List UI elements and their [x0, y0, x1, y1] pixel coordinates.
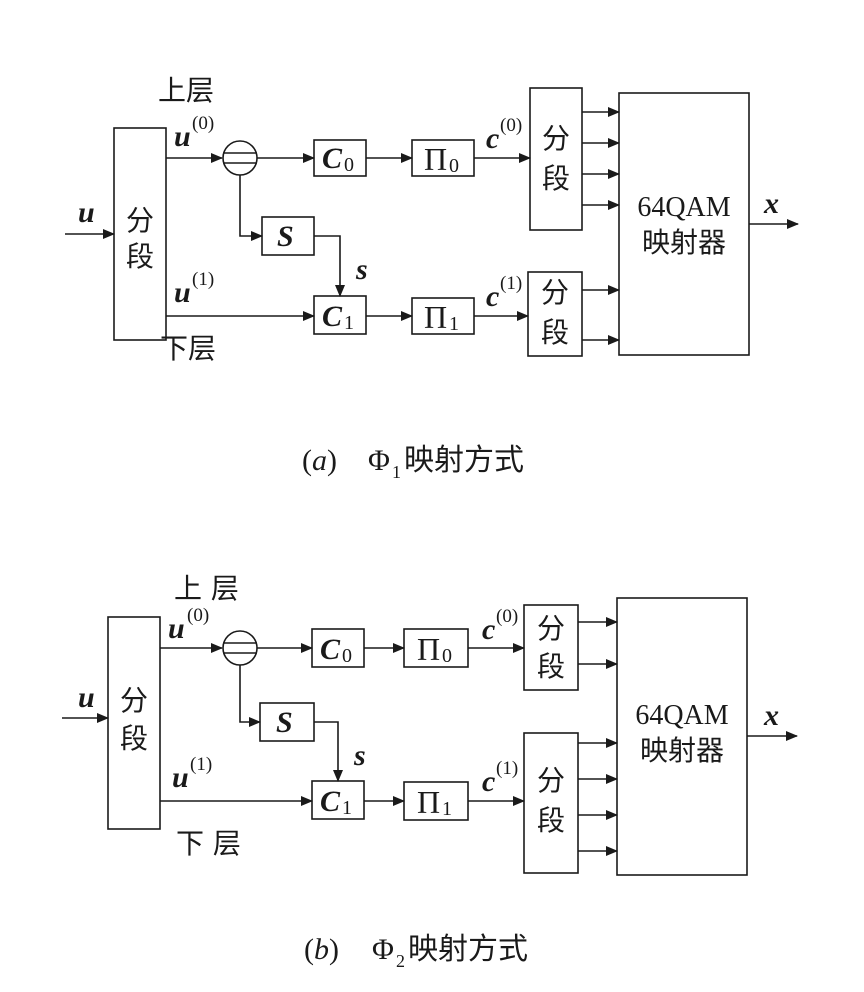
u1-superscript-b: (1) — [190, 754, 212, 775]
lower-layer-label-b: 下 层 — [176, 827, 241, 860]
interleaver-pi0-label: Π — [424, 141, 447, 177]
upper-segmenter-label-2-b: 段 — [537, 650, 565, 683]
c0-superscript: (0) — [500, 115, 522, 136]
u0-superscript-b: (0) — [187, 605, 209, 626]
branch-to-s — [239, 175, 263, 241]
qam-mapper-label-1: 64QAM — [637, 192, 730, 223]
qam-mapper-label-2: 映射器 — [642, 226, 726, 259]
encoder-c0-sub-b: 0 — [342, 645, 352, 667]
c1-superscript: (1) — [500, 273, 522, 294]
lower-segmenter-label-1: 分 — [541, 276, 569, 309]
interleaver-pi0-label-b: Π — [417, 631, 440, 667]
split-node — [222, 140, 258, 176]
s-signal-label: s — [355, 253, 368, 286]
u1-superscript: (1) — [192, 269, 214, 290]
encoder-c1-sub: 1 — [344, 312, 354, 334]
output-x-label: x — [763, 187, 779, 220]
input-segmenter-label-1: 分 — [126, 204, 154, 237]
branch-to-s-b — [239, 665, 261, 727]
caption-a-text: 映射方式 — [404, 443, 524, 478]
caption-b-text: 映射方式 — [408, 932, 528, 967]
upper-layer-label-b: 上 层 — [174, 572, 239, 605]
input-segmenter-block-b — [107, 616, 161, 830]
upper-segmenter-label-1-b: 分 — [537, 612, 565, 645]
encoder-c0-label: C — [322, 142, 343, 175]
u1-label-b: u — [172, 761, 189, 794]
input-segmenter-label-2-b: 段 — [120, 722, 148, 755]
caption-a-symbol: Φ — [368, 444, 390, 477]
s-signal-label-b: s — [353, 739, 366, 772]
u0-label: u — [174, 120, 191, 153]
caption-a: (a) Φ 1 映射方式 — [302, 443, 524, 482]
c1-label: c — [486, 280, 499, 313]
lower-layer-label: 下层 — [160, 332, 216, 365]
interleaver-pi0-sub: 0 — [449, 155, 459, 177]
encoder-c1-label-b: C — [320, 785, 341, 818]
interleaver-pi1-label-b: Π — [417, 784, 440, 820]
side-block-s-label-b: S — [276, 706, 293, 739]
c0-label-b: c — [482, 613, 495, 646]
upper-segmenter-label-2: 段 — [542, 162, 570, 195]
split-node-b — [222, 630, 258, 666]
input-segmenter-label-1-b: 分 — [120, 684, 148, 717]
input-u-label-b: u — [78, 681, 95, 714]
c1-superscript-b: (1) — [496, 758, 518, 779]
encoder-c1-label: C — [322, 300, 343, 333]
lower-segmenter-label-1-b: 分 — [537, 764, 565, 797]
encoder-c1-sub-b: 1 — [342, 797, 352, 819]
qam-mapper-label-1-b: 64QAM — [635, 700, 728, 731]
panel-a: u 分 段 上层 下层 u (0) u (1) C 0 Π 0 c (0) 分 — [65, 74, 799, 365]
u0-superscript: (0) — [192, 113, 214, 134]
caption-b: (b) Φ 2 映射方式 — [304, 932, 528, 971]
caption-b-prefix: (b) — [304, 933, 339, 966]
s-to-c1-b — [314, 721, 343, 782]
qam-mapper-block — [618, 92, 750, 356]
interleaver-pi0-sub-b: 0 — [442, 645, 452, 667]
upper-segmenter-block — [529, 87, 583, 231]
side-block-s-label: S — [277, 220, 294, 253]
input-segmenter-label-2: 段 — [126, 240, 154, 273]
upper-segmenter-block-b — [523, 604, 579, 691]
encoder-c0-label-b: C — [320, 633, 341, 666]
interleaver-pi1-label: Π — [424, 299, 447, 335]
caption-a-prefix: (a) — [302, 444, 337, 477]
input-u-label: u — [78, 196, 95, 229]
output-x-label-b: x — [763, 699, 779, 732]
caption-b-sub: 2 — [396, 951, 405, 971]
lower-segmenter-label-2-b: 段 — [537, 804, 565, 837]
c0-label: c — [486, 122, 499, 155]
s-to-c1 — [314, 235, 345, 297]
caption-a-sub: 1 — [392, 462, 401, 482]
lower-segmenter-block — [527, 271, 583, 357]
u0-label-b: u — [168, 612, 185, 645]
u1-label: u — [174, 276, 191, 309]
interleaver-pi1-sub-b: 1 — [442, 798, 452, 820]
c1-label-b: c — [482, 765, 495, 798]
upper-segmenter-label-1: 分 — [542, 122, 570, 155]
encoder-c1 — [313, 295, 367, 335]
caption-b-symbol: Φ — [372, 933, 394, 966]
upper-layer-label: 上层 — [158, 74, 214, 107]
c0-superscript-b: (0) — [496, 606, 518, 627]
qam-mapper-label-2-b: 映射器 — [640, 734, 724, 767]
lower-segmenter-block-b — [523, 732, 579, 874]
encoder-c1-b — [311, 780, 365, 820]
panel-b: u 分 段 上 层 下 层 u (0) u (1) C 0 Π 0 c (0) … — [62, 572, 798, 876]
interleaver-pi1-sub: 1 — [449, 313, 459, 335]
encoder-c0-sub: 0 — [344, 154, 354, 176]
input-segmenter-block — [113, 127, 167, 341]
lower-segmenter-label-2: 段 — [541, 316, 569, 349]
